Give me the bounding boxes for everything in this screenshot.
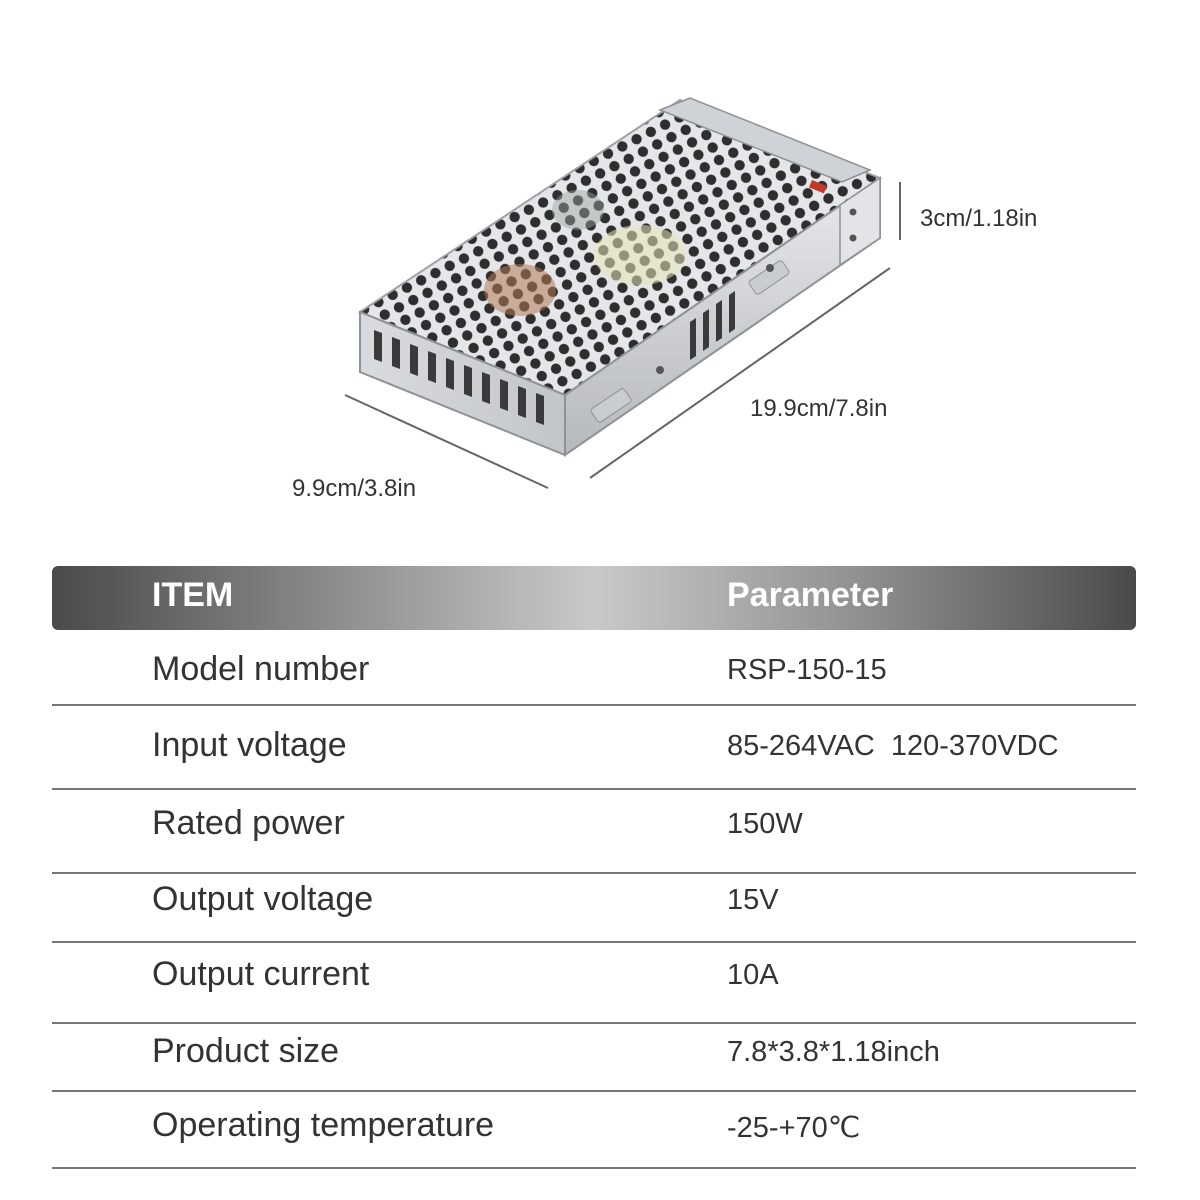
table-row-product-size: Product size 7.8*3.8*1.18inch — [52, 1024, 1136, 1092]
row-value: 15V — [727, 884, 779, 916]
height-dimension-label: 3cm/1.18in — [920, 205, 1038, 232]
table-row-model-number: Model number RSP-150-15 — [52, 630, 1136, 706]
row-label: Output current — [152, 955, 370, 993]
table-header: ITEM Parameter — [52, 566, 1136, 630]
table-row-operating-temperature: Operating temperature -25-+70℃ — [52, 1092, 1136, 1169]
row-value: RSP-150-15 — [727, 654, 887, 686]
row-value: -25-+70℃ — [727, 1112, 861, 1144]
header-item: ITEM — [152, 576, 234, 614]
row-value: 85-264VAC 120-370VDC — [727, 730, 1059, 762]
width-dimension-line — [344, 394, 549, 489]
product-illustration-area: 3cm/1.18in 19.9cm/7.8in 9.9cm/3.8in — [0, 0, 1200, 540]
header-parameter: Parameter — [727, 576, 894, 614]
length-dimension-line — [589, 267, 891, 479]
length-dimension-label: 19.9cm/7.8in — [750, 395, 888, 422]
table-row-output-current: Output current 10A — [52, 943, 1136, 1024]
row-value: 10A — [727, 959, 779, 991]
width-dimension-label: 9.9cm/3.8in — [292, 475, 417, 502]
table-row-input-voltage: Input voltage 85-264VAC 120-370VDC — [52, 706, 1136, 790]
row-label: Operating temperature — [152, 1106, 495, 1144]
row-value: 150W — [727, 808, 803, 840]
power-supply-image — [344, 97, 901, 489]
row-value: 7.8*3.8*1.18inch — [727, 1036, 940, 1068]
specification-table: ITEM Parameter Model number RSP-150-15 I… — [52, 566, 1136, 1169]
row-label: Model number — [152, 650, 370, 688]
row-label: Output voltage — [152, 880, 374, 918]
row-label: Input voltage — [152, 726, 347, 764]
table-row-output-voltage: Output voltage 15V — [52, 874, 1136, 943]
table-row-rated-power: Rated power 150W — [52, 790, 1136, 874]
row-label: Rated power — [152, 804, 345, 842]
row-label: Product size — [152, 1032, 340, 1070]
